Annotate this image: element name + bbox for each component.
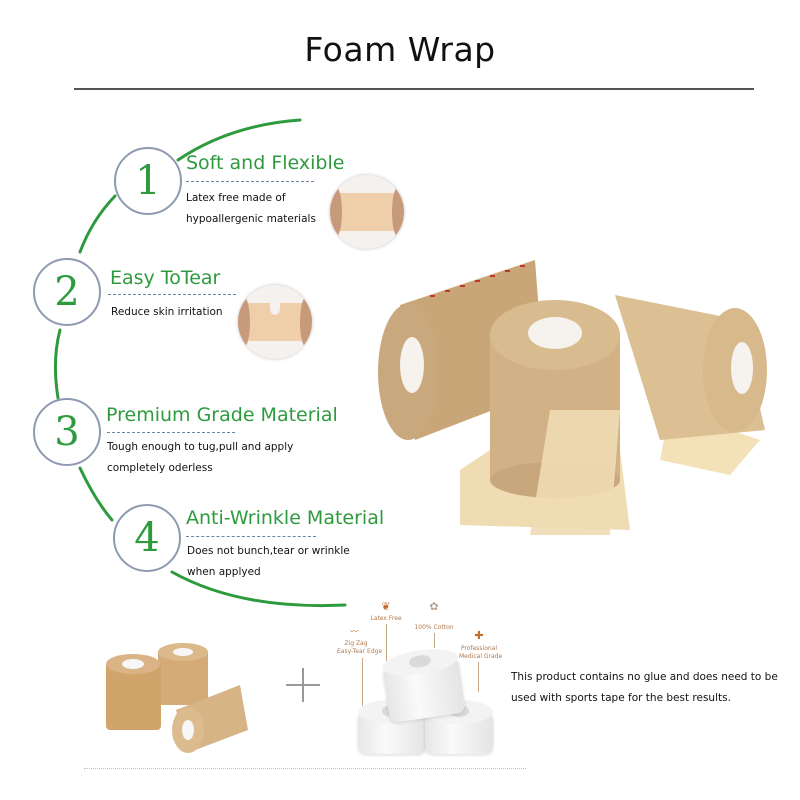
feature-3-title: Premium Grade Material: [106, 404, 338, 426]
step-2-badge: 2: [33, 258, 101, 326]
feature-3-divider: [107, 432, 235, 433]
bottom-divider: [84, 768, 526, 769]
leaf-icon: ❦: [381, 600, 391, 613]
cotton-icon: ✿: [429, 600, 439, 613]
plus-sign-vertical: [302, 668, 304, 702]
feature-1-divider: [186, 181, 314, 182]
zigzag-icon: 〰: [350, 627, 358, 636]
feature-3-desc-line-2: completely oderless: [107, 462, 213, 474]
feature-1-title: Soft and Flexible: [186, 152, 345, 174]
feature-4-desc-line-2: when applyed: [187, 566, 261, 578]
title-divider: [74, 88, 754, 90]
torn-wrap-thumbnail: [238, 285, 312, 359]
callout-latex-free: Latex Free: [370, 615, 402, 622]
feature-1-desc-line-2: hypoallergenic materials: [186, 213, 316, 225]
usage-note: This product contains no glue and does n…: [511, 671, 778, 704]
feature-2-desc-line-1: Reduce skin irritation: [111, 306, 223, 318]
feature-3-desc-line-1: Tough enough to tug,pull and apply: [107, 441, 294, 453]
callout-100-cotton: 100% Cotton: [414, 624, 454, 631]
feature-2-title: Easy ToTear: [110, 267, 221, 289]
step-4-badge: 4: [113, 504, 181, 572]
feature-4-divider: [186, 536, 316, 537]
callout-medical-grade: Professional Medical Grade: [459, 645, 503, 660]
medical-cross-icon: ✚: [474, 629, 484, 642]
flexible-wrap-thumbnail: [330, 175, 404, 249]
feature-4-desc-line-1: Does not bunch,tear or wrinkle: [187, 545, 350, 557]
page-title: Foam Wrap: [304, 30, 496, 69]
feature-1-desc-line-1: Latex free made of: [186, 192, 286, 204]
feature-4-title: Anti-Wrinkle Material: [186, 507, 385, 529]
feature-2-divider: [108, 294, 236, 295]
callout-zigzag-edge: Zig Zag Easy-Tear Edge: [337, 640, 383, 655]
step-3-badge: 3: [33, 398, 101, 466]
step-1-badge: 1: [114, 147, 182, 215]
